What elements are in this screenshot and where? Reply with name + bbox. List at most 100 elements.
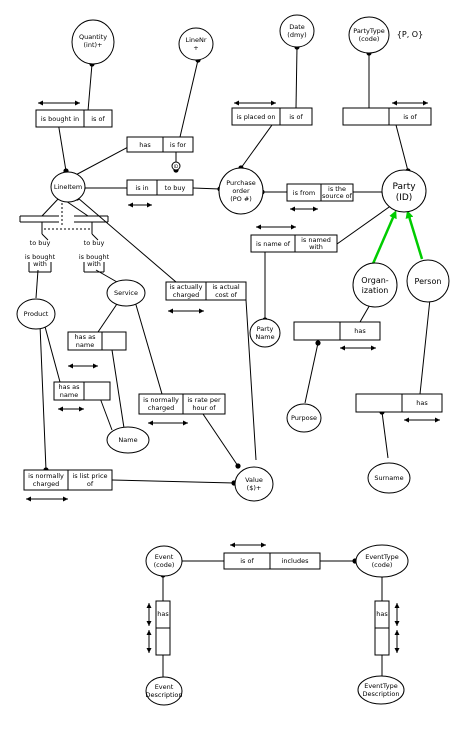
- role-is-normally-product: is normally: [28, 472, 64, 480]
- role-has: has: [139, 141, 151, 149]
- svg-text:ID: ID: [174, 164, 178, 169]
- entity-event-type: [355, 544, 409, 578]
- role-is-rate-per: is rate per: [187, 396, 221, 404]
- role-is-for: is for: [170, 141, 187, 149]
- svg-text:Name: Name: [255, 333, 274, 341]
- role-is-from: is from: [293, 189, 315, 197]
- role-has-as-service: has as: [75, 333, 97, 341]
- value-name: [106, 426, 150, 454]
- svg-text:Name: Name: [118, 436, 137, 444]
- role-has-person: has: [416, 399, 428, 407]
- svg-text:Service: Service: [114, 289, 138, 297]
- svg-text:Organ-: Organ-: [361, 276, 388, 285]
- entity-event: [145, 545, 183, 577]
- entity-product: [16, 298, 56, 330]
- svg-text:Party: Party: [257, 325, 274, 333]
- role-with-1: with: [33, 260, 47, 268]
- role-is-bought-2: is bought: [79, 253, 110, 261]
- role-with-2: with: [87, 260, 101, 268]
- role-is-of-event: is of: [240, 557, 254, 565]
- svg-text:Party: Party: [392, 182, 416, 192]
- role-has-event: has: [157, 610, 169, 618]
- svg-text:Quantity: Quantity: [79, 33, 107, 41]
- entities: Quantity (int)+ LineNr + Date (dmy) Part…: [16, 14, 450, 706]
- role-is-actually: is actually: [170, 283, 203, 291]
- uniqueness-constraints: [26, 100, 440, 653]
- svg-text:order: order: [232, 187, 250, 195]
- role-of: of: [87, 480, 94, 488]
- entity-partytype: [348, 16, 390, 54]
- role-is-the: is the: [328, 185, 346, 193]
- role-has-as-product: has as: [59, 383, 81, 391]
- role-is-list-price: is list price: [72, 472, 107, 480]
- svg-text:($)+: ($)+: [247, 484, 262, 492]
- role-is-in: is in: [135, 184, 148, 192]
- entity-purchase-order: [218, 167, 264, 215]
- role-to-buy-2: to buy: [84, 239, 105, 247]
- role-is-of: is of: [91, 115, 105, 123]
- role-charged: charged: [173, 291, 200, 299]
- id-marker: ID: [171, 161, 181, 171]
- role-to-buy-1: to buy: [30, 239, 51, 247]
- svg-text:Date: Date: [289, 23, 305, 31]
- svg-text:Value: Value: [245, 476, 263, 484]
- svg-text:(ID): (ID): [396, 193, 413, 203]
- entity-lineitem: [50, 171, 86, 203]
- value-party-name: [249, 318, 281, 348]
- role-includes: includes: [282, 557, 310, 565]
- svg-text:(code): (code): [154, 561, 175, 569]
- entity-linenr: [178, 27, 214, 61]
- svg-text:EventType: EventType: [364, 682, 398, 690]
- role-has-org: has: [354, 327, 366, 335]
- svg-text:Purpose: Purpose: [291, 414, 317, 422]
- value-event-type-description: [357, 675, 405, 705]
- role-source-of: source of: [322, 192, 353, 200]
- svg-text:(code): (code): [359, 35, 380, 43]
- svg-text:Description: Description: [145, 691, 182, 699]
- svg-text:Event: Event: [155, 683, 174, 691]
- fact-types: is bought in is of has is for is placed …: [23, 107, 443, 656]
- role-is-named: is named: [301, 236, 331, 244]
- svg-text:ization: ization: [362, 286, 389, 295]
- role-is-bought-1: is bought: [25, 253, 56, 261]
- role-cost-of: cost of: [215, 291, 238, 299]
- role-is-name-of: is name of: [256, 240, 291, 248]
- role-is-bought-in: is bought in: [41, 115, 79, 123]
- entity-organization: [352, 262, 398, 308]
- entity-quantity: [71, 19, 115, 65]
- svg-text:PartyType: PartyType: [353, 27, 385, 35]
- role-is-normally-service: is normally: [143, 396, 179, 404]
- role-is-actual: is actual: [212, 283, 239, 291]
- value-value: [234, 466, 274, 502]
- svg-text:Person: Person: [415, 277, 442, 286]
- entity-party: [381, 169, 427, 213]
- svg-text:Description: Description: [362, 690, 399, 698]
- svg-text:LineItem: LineItem: [54, 183, 82, 191]
- role-to-buy: to buy: [165, 184, 186, 192]
- role-is-of-po: is of: [289, 113, 303, 121]
- role-with: with: [309, 243, 323, 251]
- entity-person: [406, 259, 450, 303]
- entity-date: [279, 14, 315, 48]
- subtype-arrows: [370, 210, 424, 267]
- svg-text:+: +: [193, 44, 198, 52]
- role-is-of-party: is of: [403, 113, 417, 121]
- svg-text:Surname: Surname: [374, 474, 403, 482]
- role-name-product: name: [60, 391, 78, 399]
- svg-text:Event: Event: [155, 553, 174, 561]
- role-charged-product: charged: [33, 480, 60, 488]
- role-hour-of: hour of: [192, 404, 216, 412]
- svg-text:Product: Product: [24, 310, 49, 318]
- value-purpose: [286, 403, 322, 433]
- svg-text:LineNr: LineNr: [185, 36, 206, 44]
- svg-text:EventType: EventType: [365, 553, 399, 561]
- svg-text:(int)+: (int)+: [84, 41, 103, 49]
- role-charged-service: charged: [148, 404, 175, 412]
- svg-text:(PO #): (PO #): [230, 195, 252, 203]
- value-surname: [367, 462, 411, 494]
- value-event-description: [145, 676, 183, 706]
- role-is-placed-on: is placed on: [236, 113, 275, 121]
- svg-text:Purchase: Purchase: [226, 179, 256, 187]
- entity-service: [106, 279, 146, 307]
- partytype-values: {P, O}: [397, 30, 423, 39]
